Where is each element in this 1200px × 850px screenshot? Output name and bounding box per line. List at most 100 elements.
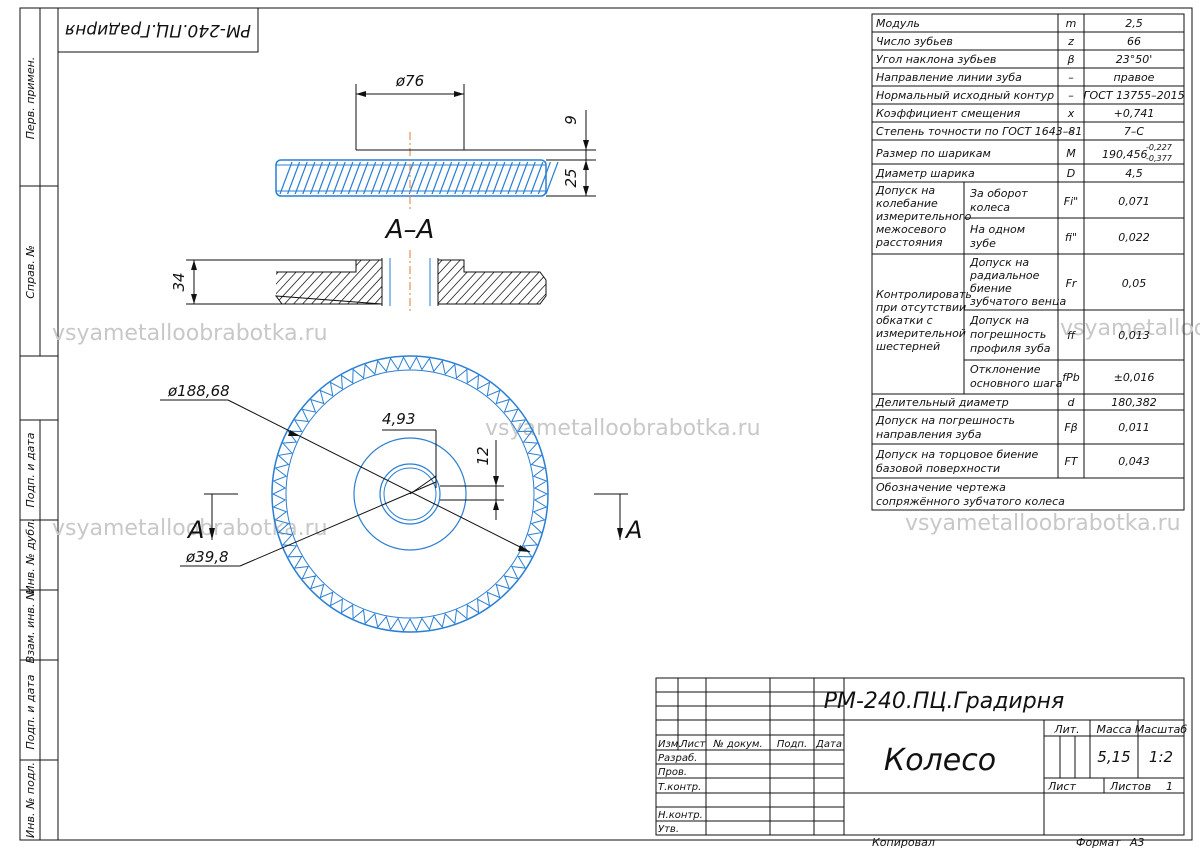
param-accuracy: Степень точности по ГОСТ 1643–81 [876, 125, 1082, 138]
sym-ball-size: M [1066, 147, 1076, 160]
hatch-line [549, 256, 599, 310]
sym-accuracy: – [1068, 125, 1074, 138]
row-nkontr: Н.контр. [658, 810, 703, 821]
g2a-line1: Допуск на [969, 256, 1029, 269]
dim-76: ø76 [395, 72, 424, 90]
grp1-line2: колебание [876, 197, 938, 210]
helical-tooth-line [294, 161, 308, 195]
copied-label: Копировал [872, 836, 935, 849]
sym-modul: m [1066, 17, 1077, 30]
section-label: А–А [384, 215, 435, 245]
grp2-line4: измерительной [876, 327, 966, 340]
param-shift: Коэффициент смещения [876, 107, 1021, 120]
sheets-label: Листов [1109, 780, 1151, 793]
watermark-5: vsyametalloobrabotka.ru [1060, 316, 1200, 341]
g1b-line2: зубе [970, 237, 996, 250]
dim-34: 34 [170, 272, 188, 291]
hatch-line [558, 256, 608, 310]
grp2-line5: шестерней [876, 340, 940, 353]
strip-vzam-inv: Взам. инв. № [24, 589, 37, 664]
gear-front-view: ø188,68 4,93 12 ø39,8 А А [160, 355, 642, 633]
helical-tooth-line [287, 161, 301, 195]
col-list: Лист [679, 739, 707, 750]
mass-value: 5,15 [1097, 748, 1130, 766]
val-direction: правое [1114, 71, 1155, 84]
helical-tooth-line [469, 161, 483, 195]
val-ball-size: 190,456 [1102, 148, 1148, 161]
val-modul: 2,5 [1125, 17, 1143, 30]
col-sign: Подп. [777, 739, 807, 750]
val-g2a: 0,05 [1122, 277, 1147, 290]
sym-g2c: fPb [1062, 371, 1080, 384]
hatch-line [512, 260, 546, 304]
helical-tooth-line [530, 161, 544, 195]
param-pitch: Делительный диаметр [875, 396, 1009, 409]
param-teeth: Число зубьев [876, 35, 953, 48]
val-contour: ГОСТ 13755–2015 [1083, 89, 1184, 102]
helical-tooth-line [340, 161, 354, 195]
helical-tooth-line [454, 161, 468, 195]
top-stamp: РМ-240.ПЦ.Градирня [57, 7, 259, 53]
helical-tooth-line [492, 161, 506, 195]
strip-inv-podl: Инв. № подл. [24, 762, 37, 838]
row-razrab: Разраб. [658, 752, 697, 764]
grp2-line2: при отсутствии [876, 301, 966, 314]
helical-tooth-line [378, 161, 392, 195]
head-mass: Масса [1096, 723, 1131, 736]
helical-tooth-line [363, 161, 377, 195]
val-ball-upper: -0,227 [1146, 143, 1173, 152]
g1b-line1: На одном [970, 223, 1025, 236]
val-angle: 23°50' [1116, 53, 1153, 66]
hatch-line [621, 256, 671, 310]
g2b-line3: профиля зуба [970, 342, 1051, 355]
g1a-line1: За оборот [970, 187, 1028, 200]
row-tkontr: Т.контр. [658, 782, 701, 793]
dim-9: 9 [562, 115, 580, 125]
watermark-3: vsyametalloobrabotka.ru [52, 516, 328, 541]
col-izm: Изм. [658, 739, 682, 750]
helical-tooth-line [423, 161, 437, 195]
param-modul: Модуль [876, 17, 920, 30]
sym-g1b: fi" [1065, 231, 1077, 244]
param-ball-diameter: Диаметр шарика [875, 167, 975, 180]
watermarks: vsyametalloobrabotka.ru vsyametalloobrab… [52, 316, 1200, 541]
val-shift: +0,741 [1114, 107, 1155, 120]
param-contour: Нормальный исходный контур [876, 89, 1054, 102]
val-g2c: ±0,016 [1114, 371, 1155, 384]
g2c-line2: основного шага [970, 377, 1063, 390]
val-g1b: 0,022 [1118, 231, 1150, 244]
side-strip: Перв. примен. Справ. № Подп. и дата Инв.… [20, 8, 58, 840]
sym-g2b: ff [1067, 329, 1076, 342]
hatch-line [530, 260, 546, 304]
dim-12: 12 [474, 446, 492, 465]
cut-mark-right: А [624, 516, 642, 544]
grp1-line1: Допуск на [875, 184, 935, 197]
section-a-a: А–А 34 [170, 215, 671, 312]
dim-4-93: 4,93 [382, 410, 415, 428]
param-ball-size: Размер по шарикам [876, 147, 991, 160]
helical-tooth-line [439, 161, 453, 195]
val-g1a: 0,071 [1118, 195, 1150, 208]
col-docnum: № докум. [712, 739, 762, 750]
grp2-line1: Контролировать [876, 288, 972, 301]
gear-teeth [271, 356, 549, 632]
helical-tooth-line [461, 161, 475, 195]
bore-circle [379, 463, 441, 525]
helical-tooth-line [317, 161, 331, 195]
strip-sprav-no: Справ. № [24, 245, 37, 299]
top-stamp-text: РМ-240.ПЦ.Градирня [65, 20, 251, 40]
col-date: Дата [815, 739, 842, 750]
hatch-line [594, 256, 644, 310]
helical-tooth-line [347, 161, 361, 195]
watermark-1: vsyametalloobrabotka.ru [52, 321, 328, 346]
grp1-line5: расстояния [875, 236, 943, 249]
mate-line2: сопряжённого зубчатого колеса [876, 495, 1065, 508]
part-name: Колесо [884, 743, 996, 778]
helical-tooth-line [408, 161, 422, 195]
helical-tooth-line [393, 161, 407, 195]
sym-dirtol: Fβ [1064, 421, 1077, 434]
sym-direction: – [1068, 71, 1074, 84]
helical-tooth-line [522, 161, 536, 195]
sheet-outer-frame [19, 7, 1193, 841]
hatch-line [539, 260, 546, 304]
